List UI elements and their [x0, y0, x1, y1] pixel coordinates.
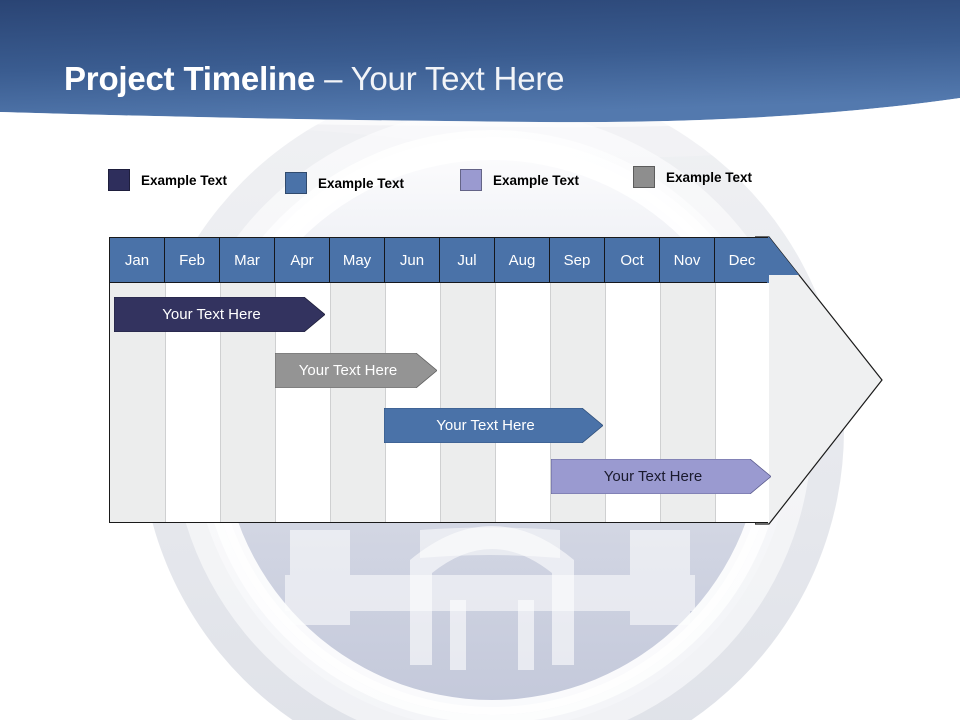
month-header-mar[interactable]: Mar	[220, 238, 275, 283]
month-header-oct[interactable]: Oct	[605, 238, 660, 283]
column-separator	[385, 260, 386, 522]
column-separator	[440, 260, 441, 522]
column-separator	[495, 260, 496, 522]
month-header-row: Jan Feb Mar Apr May Jun Jul Aug Sep Oct …	[110, 238, 769, 283]
month-column-aug	[495, 238, 550, 522]
month-column-jul	[440, 238, 495, 522]
legend-item[interactable]: Example Text	[460, 169, 579, 191]
legend-swatch-gray	[633, 166, 655, 188]
month-header-sep[interactable]: Sep	[550, 238, 605, 283]
page-title-strong: Project Timeline	[64, 60, 316, 97]
timeline-grid: Jan Feb Mar Apr May Jun Jul Aug Sep Oct …	[109, 237, 771, 523]
month-column-jan	[110, 238, 165, 522]
legend-label: Example Text	[318, 175, 405, 191]
month-column-mar	[220, 238, 275, 522]
legend-swatch-blue	[285, 172, 307, 194]
column-separator	[660, 260, 661, 522]
column-separator	[605, 260, 606, 522]
legend: Example Text Example Text Example Text E…	[108, 166, 808, 198]
header-underline	[110, 282, 767, 283]
month-header-jan[interactable]: Jan	[110, 238, 165, 283]
month-header-aug[interactable]: Aug	[495, 238, 550, 283]
column-separator	[330, 260, 331, 522]
column-separator	[275, 260, 276, 522]
task-bar-purple[interactable]: Your Text Here	[551, 459, 771, 494]
task-bar-blue[interactable]: Your Text Here	[384, 408, 603, 443]
legend-item[interactable]: Example Text	[108, 169, 227, 191]
legend-label: Example Text	[493, 172, 580, 188]
month-header-feb[interactable]: Feb	[165, 238, 220, 283]
legend-item[interactable]: Example Text	[633, 166, 752, 188]
task-bar-shape	[551, 459, 771, 494]
legend-item[interactable]: Example Text	[285, 172, 404, 194]
legend-label: Example Text	[141, 172, 228, 188]
timeline-arrow-head	[755, 236, 883, 525]
month-header-nov[interactable]: Nov	[660, 238, 715, 283]
month-header-jul[interactable]: Jul	[440, 238, 495, 283]
month-header-dec[interactable]: Dec	[715, 238, 769, 283]
month-header-may[interactable]: May	[330, 238, 385, 283]
column-separator	[550, 260, 551, 522]
task-bar-navy[interactable]: Your Text Here	[114, 297, 325, 332]
legend-label: Example Text	[666, 169, 753, 185]
task-bar-shape	[114, 297, 325, 332]
column-separator	[715, 260, 716, 522]
month-header-apr[interactable]: Apr	[275, 238, 330, 283]
slide-header-band	[0, 0, 960, 128]
page-title-light: – Your Text Here	[315, 60, 565, 97]
task-bar-gray[interactable]: Your Text Here	[275, 353, 437, 388]
legend-swatch-purple	[460, 169, 482, 191]
column-separator	[165, 260, 166, 522]
task-bar-shape	[275, 353, 437, 388]
column-separator	[220, 260, 221, 522]
task-bar-shape	[384, 408, 603, 443]
page-title: Project Timeline – Your Text Here	[64, 60, 564, 98]
legend-swatch-navy	[108, 169, 130, 191]
month-header-jun[interactable]: Jun	[385, 238, 440, 283]
month-column-feb	[165, 238, 220, 522]
